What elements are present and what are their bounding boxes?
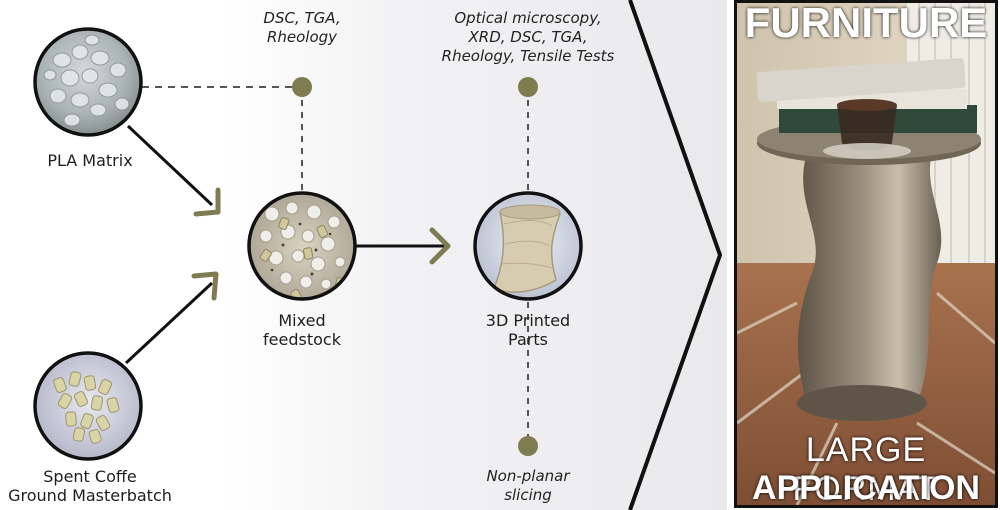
mixed-tests-annotation: DSC, TGA, Rheology: [232, 9, 372, 47]
photo-title-furniture: FURNITURE: [744, 0, 988, 46]
coffee-label-line-2: Ground Masterbatch: [8, 486, 172, 505]
arrow-head-coffee: [191, 271, 219, 301]
mixed-label-line-2: feedstock: [263, 330, 341, 349]
printed-parts-image: [475, 193, 581, 299]
coffee-masterbatch-image: [35, 353, 141, 459]
furniture-photo-panel: FURNITURE LARGE FORMAT APPLICATION: [734, 0, 998, 508]
printed-parts-label: 3D Printed Parts: [458, 311, 598, 349]
photo-title-application: APPLICATION: [752, 469, 980, 507]
coffee-label-line-1: Spent Coffe: [43, 467, 137, 486]
pla-matrix-label: PLA Matrix: [47, 151, 133, 170]
parts-tests-annotation: Optical microscopy, XRD, DSC, TGA, Rheol…: [428, 9, 628, 66]
slicing-dot: [518, 436, 538, 456]
mixed-tests-line-1: DSC, TGA,: [263, 9, 341, 27]
arrow-head-mixed-to-parts: [429, 227, 451, 265]
printed-label-line-1: 3D Printed: [485, 311, 571, 330]
mixed-label-line-1: Mixed: [278, 311, 326, 330]
parts-tests-line-2: XRD, DSC, TGA,: [468, 28, 588, 46]
furniture-photo: [737, 3, 995, 505]
test-dot-mixed: [292, 77, 312, 97]
slicing-line-2: slicing: [504, 486, 552, 504]
slicing-annotation: Non-planar slicing: [468, 467, 588, 505]
arrow-line-pla: [126, 124, 214, 207]
slicing-line-1: Non-planar: [486, 467, 570, 485]
coffee-masterbatch-label: Spent Coffe Ground Masterbatch: [0, 467, 180, 505]
mixed-feedstock-label: Mixed feedstock: [242, 311, 362, 349]
test-dot-parts: [518, 77, 538, 97]
photo-title-large-format: LARGE FORMAT: [792, 431, 940, 508]
parts-tests-line-1: Optical microscopy,: [454, 9, 602, 27]
application-chevron: [628, 0, 723, 510]
mixed-tests-line-2: Rheology: [266, 28, 338, 46]
parts-tests-line-3: Rheology, Tensile Tests: [441, 47, 615, 65]
arrow-line-coffee: [124, 281, 214, 365]
mixed-feedstock-image: [249, 193, 355, 299]
pla-matrix-image: [35, 29, 141, 135]
arrow-head-pla: [193, 187, 221, 217]
printed-label-line-2: Parts: [508, 330, 548, 349]
